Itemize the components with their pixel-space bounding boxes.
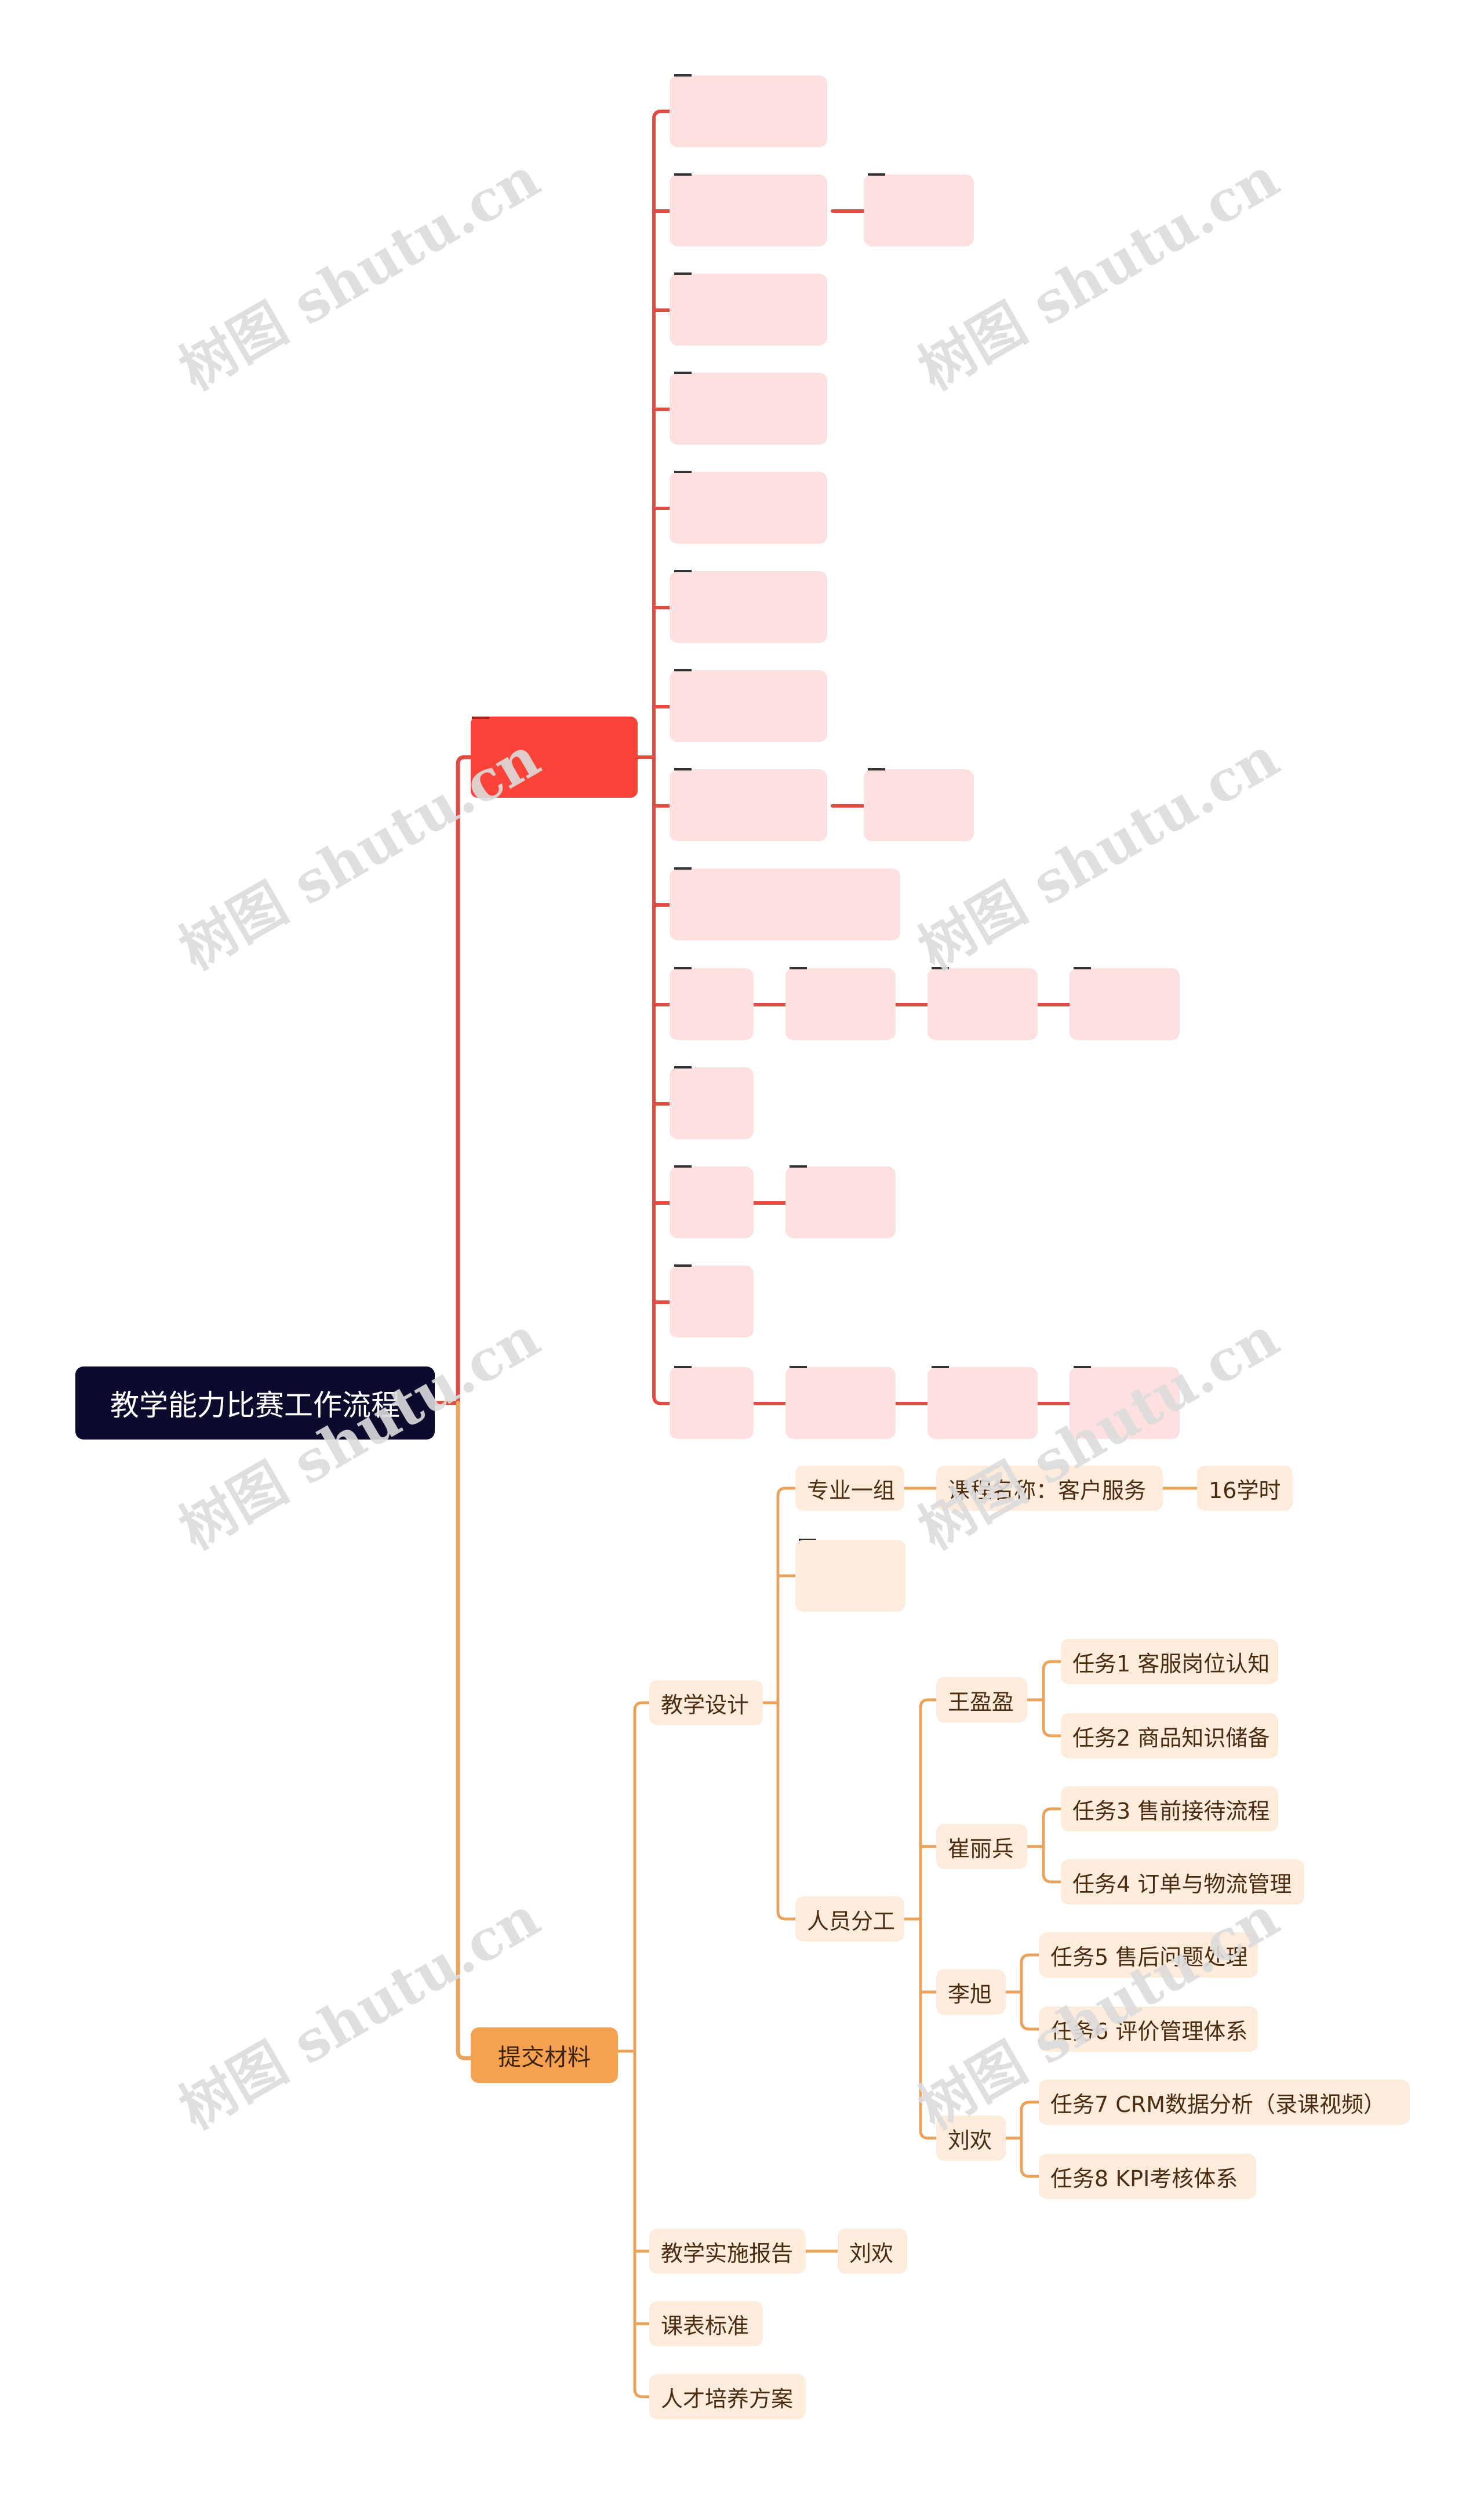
root-title: 教学能力比赛工作流程 [110,1389,400,1422]
task-label: 任务5 售后问题处理 [1050,1944,1248,1970]
report-owner-label: 刘欢 [849,2240,894,2266]
marker [674,272,692,275]
marker [674,471,692,473]
marker [932,967,949,969]
red-child-10-sub-2[interactable] [928,968,1038,1040]
report-owner-node[interactable]: 刘欢 [838,2229,907,2274]
red-branch-marker [472,717,489,719]
red-child-14-sub-2[interactable] [928,1367,1038,1439]
red-child-10[interactable] [670,968,754,1040]
task-node[interactable]: 任务8 KPI考核体系 [1039,2154,1256,2199]
red-child-2[interactable] [670,175,827,246]
task-label: 任务6 评价管理体系 [1050,2018,1248,2044]
group-node[interactable]: 专业一组 [795,1466,904,1511]
task-node[interactable]: 任务2 商品知识储备 [1061,1713,1278,1758]
red-child-4[interactable] [670,373,827,445]
red-child-8-sub[interactable] [864,769,974,841]
marker [868,173,885,176]
person-node[interactable]: 王盈盈 [936,1677,1027,1722]
red-child-11[interactable] [670,1067,754,1139]
person-node[interactable]: 刘欢 [936,2116,1006,2161]
red-child-12-sub[interactable] [785,1166,896,1238]
person-node[interactable]: 李旭 [936,1969,1006,2015]
marker [674,967,692,969]
staffing-node[interactable]: 人员分工 [795,1896,904,1942]
person-node[interactable]: 崔丽兵 [936,1824,1027,1869]
root-node[interactable]: 教学能力比赛工作流程 [75,1366,435,1440]
marker [674,173,692,176]
marker [790,967,807,969]
talent-plan-node[interactable]: 人才培养方案 [649,2374,806,2419]
course-name-label: 课程名称：客户服务 [948,1477,1147,1503]
marker [674,1066,692,1068]
red-child-14-sub-3[interactable] [1070,1367,1180,1439]
teaching-design-node[interactable]: 教学设计 [649,1680,763,1725]
empty-design-node[interactable] [795,1540,905,1612]
marker [868,768,885,770]
teaching-design-label: 教学设计 [661,1692,750,1718]
marker [790,1366,807,1368]
person-name: 王盈盈 [948,1689,1014,1715]
marker [674,372,692,374]
red-child-2-sub[interactable] [864,175,974,246]
task-label: 任务3 售前接待流程 [1072,1798,1270,1824]
task-node[interactable]: 任务6 评价管理体系 [1039,2007,1258,2052]
marker [674,1165,692,1168]
marker [1074,967,1091,969]
marker [674,570,692,572]
task-node[interactable]: 任务7 CRM数据分析（录课视频） [1039,2080,1410,2125]
red-child-12[interactable] [670,1166,754,1238]
course-name-node[interactable]: 课程名称：客户服务 [936,1466,1163,1511]
marker [674,74,692,77]
marker [674,768,692,770]
red-child-10-sub-1[interactable] [785,968,896,1040]
person-name: 崔丽兵 [948,1836,1014,1862]
marker [674,867,692,870]
red-child-6[interactable] [670,571,827,643]
red-child-10-sub-3[interactable] [1070,968,1180,1040]
task-label: 任务7 CRM数据分析（录课视频） [1050,2091,1385,2117]
red-branch-node[interactable] [471,717,638,798]
report-node[interactable]: 教学实施报告 [649,2229,806,2274]
marker [932,1366,949,1368]
red-child-1[interactable] [670,75,827,147]
task-node[interactable]: 任务1 客服岗位认知 [1061,1639,1278,1684]
task-node[interactable]: 任务4 订单与物流管理 [1061,1859,1304,1904]
task-label: 任务2 商品知识储备 [1072,1725,1270,1751]
course-hours-label: 16学时 [1209,1477,1281,1503]
person-name: 李旭 [948,1981,992,2007]
report-label: 教学实施报告 [661,2240,794,2266]
red-child-13[interactable] [670,1266,754,1337]
course-hours-node[interactable]: 16学时 [1197,1466,1293,1511]
marker [674,1366,692,1368]
submit-materials-node[interactable]: 提交材料 [471,2027,618,2083]
schedule-node[interactable]: 课表标准 [649,2301,763,2346]
red-child-8[interactable] [670,769,827,841]
red-child-7[interactable] [670,670,827,742]
talent-plan-label: 人才培养方案 [661,2386,794,2412]
marker [1074,1366,1091,1368]
task-label: 任务4 订单与物流管理 [1072,1871,1292,1897]
red-child-14-sub-1[interactable] [785,1367,896,1439]
staffing-label: 人员分工 [807,1908,896,1934]
red-child-14[interactable] [670,1367,754,1439]
group-label: 专业一组 [807,1477,896,1503]
marker [674,669,692,671]
red-child-9[interactable] [670,868,900,940]
schedule-label: 课表标准 [661,2313,750,2339]
task-label: 任务8 KPI考核体系 [1050,2165,1238,2191]
submit-materials-label: 提交材料 [498,2044,591,2071]
marker [790,1165,807,1168]
red-child-3[interactable] [670,274,827,346]
red-child-5[interactable] [670,472,827,544]
task-node[interactable]: 任务3 售前接待流程 [1061,1786,1278,1831]
task-node[interactable]: 任务5 售后问题处理 [1039,1932,1258,1978]
marker [674,1264,692,1267]
person-name: 刘欢 [948,2127,992,2153]
task-label: 任务1 客服岗位认知 [1072,1651,1270,1677]
